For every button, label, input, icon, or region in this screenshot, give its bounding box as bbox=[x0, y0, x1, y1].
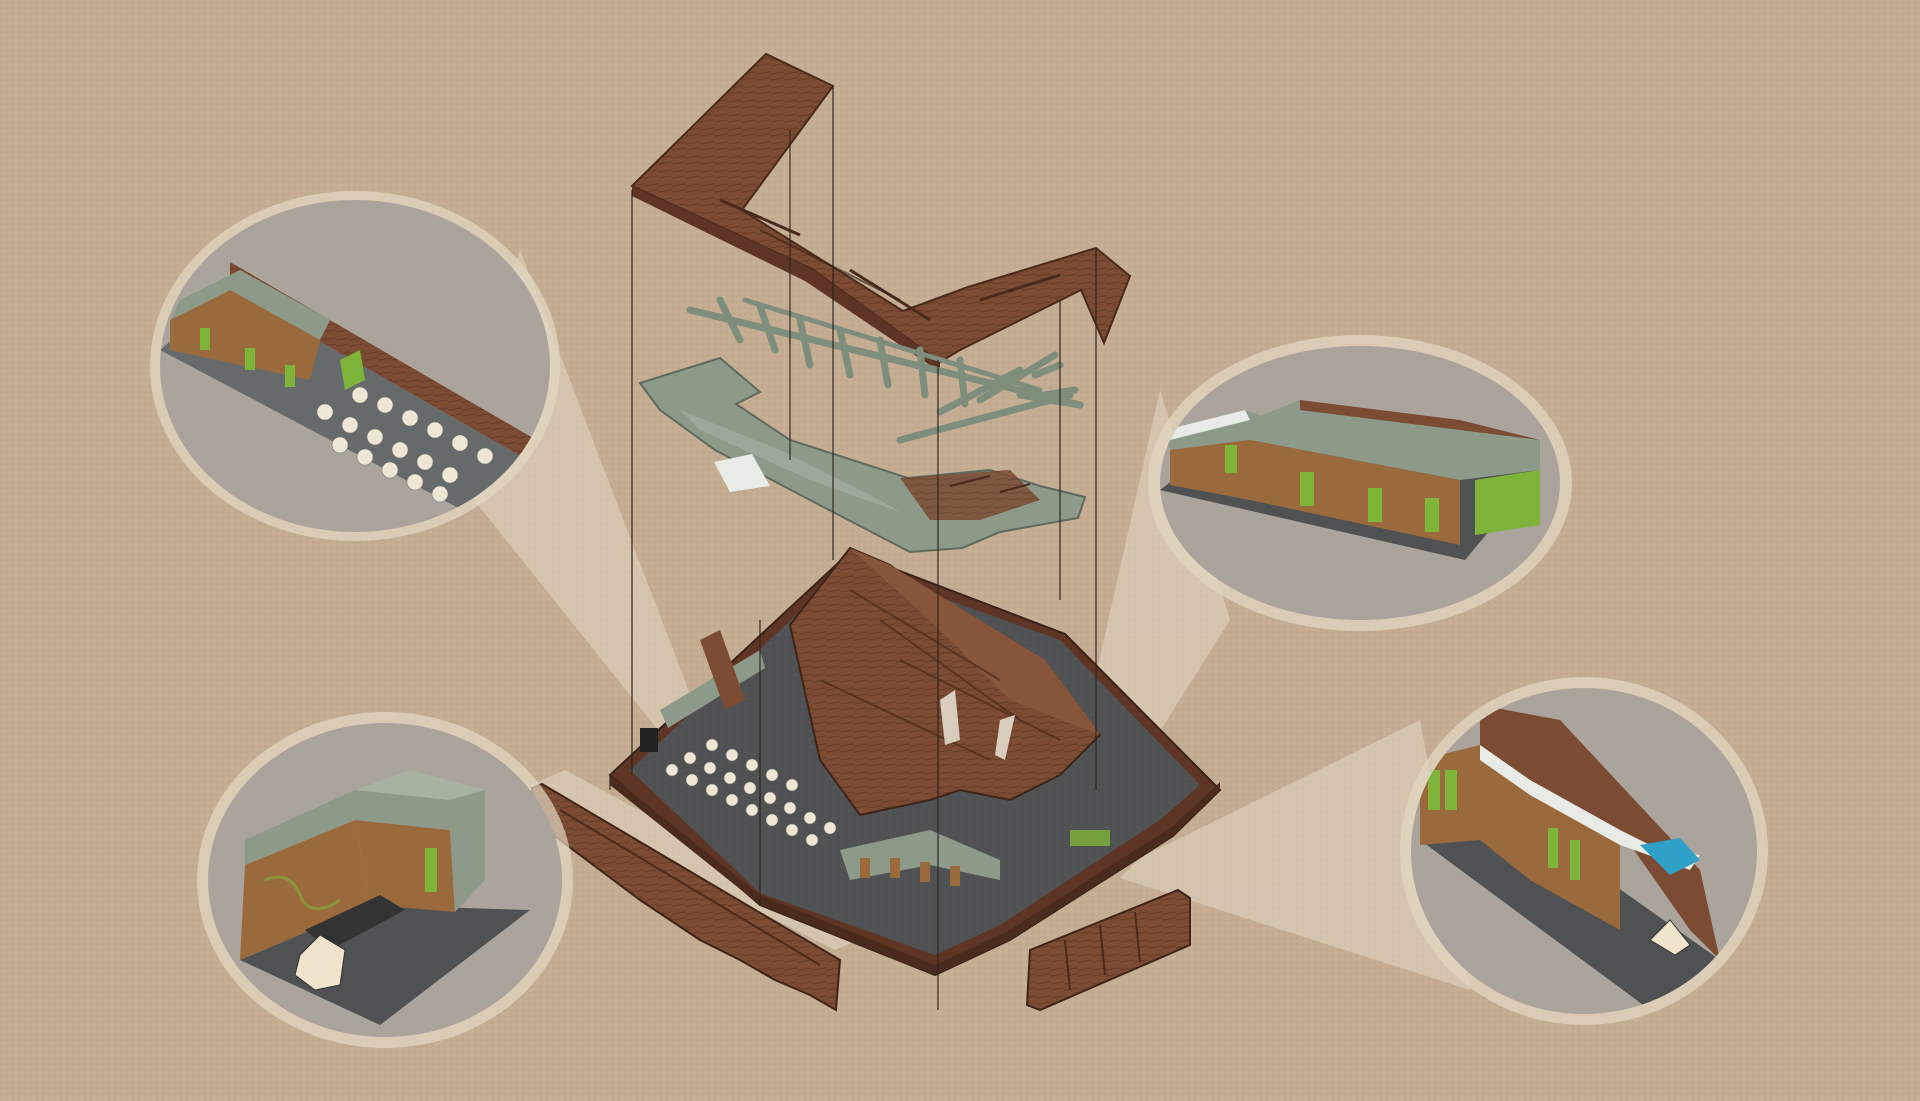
detail-circle-corridor-offices bbox=[1148, 335, 1572, 631]
detail-circle-dining-hall bbox=[150, 191, 560, 541]
detail-circle-lobby-room bbox=[197, 712, 573, 1048]
detail-circle-entry-corridor bbox=[1400, 677, 1768, 1025]
ceiling-plate bbox=[638, 356, 1087, 554]
building-core bbox=[608, 546, 1222, 977]
truss-frame bbox=[686, 296, 1084, 444]
side-wall-right bbox=[1025, 888, 1191, 1012]
projection-lines bbox=[609, 86, 1097, 1010]
dining-tables bbox=[665, 738, 837, 847]
office-partitions bbox=[640, 728, 1110, 886]
